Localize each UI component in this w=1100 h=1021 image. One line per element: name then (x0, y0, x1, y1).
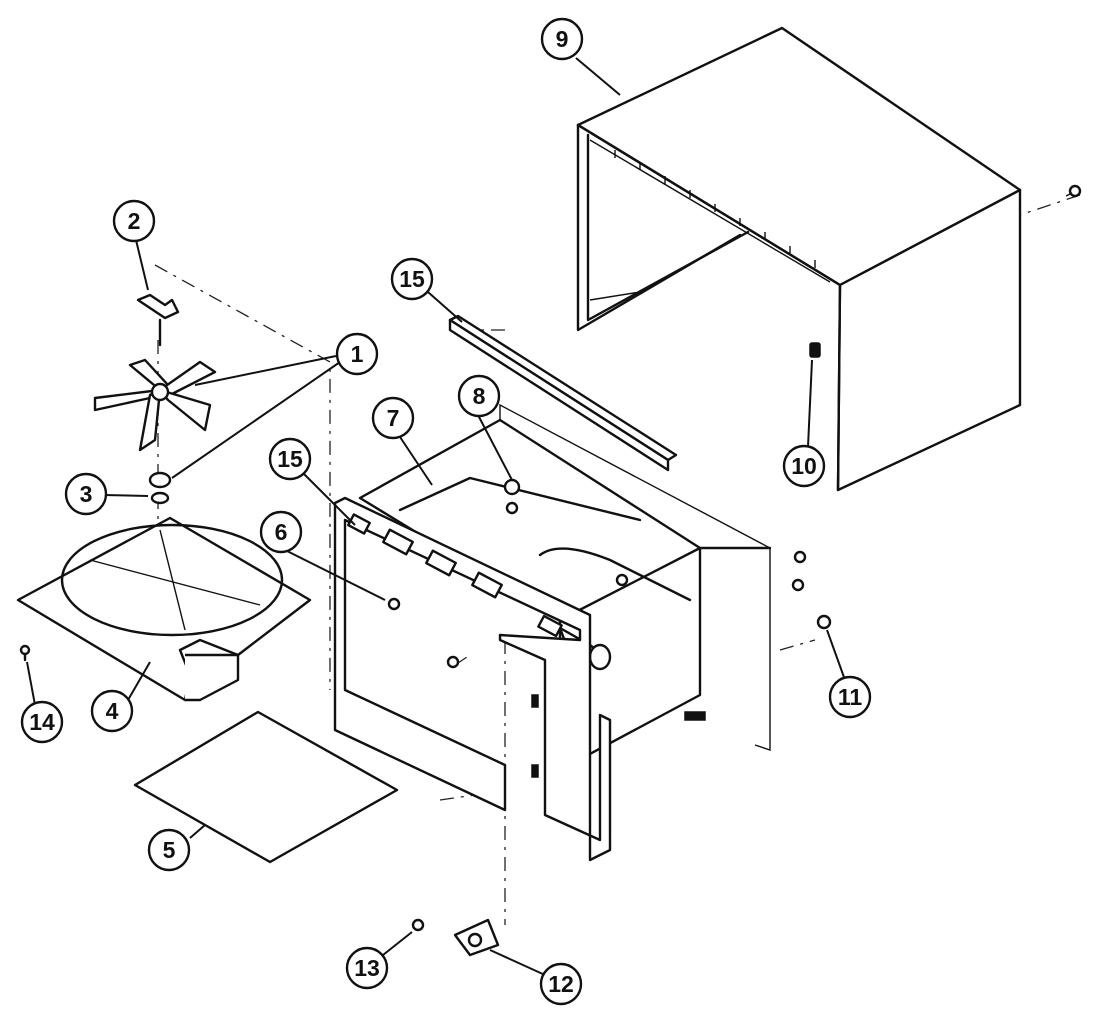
callout-2: 2 (112, 199, 156, 243)
small-screw (19, 644, 31, 662)
callout-3: 3 (64, 472, 108, 516)
clip-part (809, 342, 821, 358)
bottom-bracket (411, 918, 500, 957)
callout-13-label: 13 (354, 955, 380, 981)
callout-4-label: 4 (106, 698, 119, 724)
callout-11-label: 11 (838, 684, 863, 710)
frame-screw (387, 597, 401, 611)
callout-6: 6 (259, 510, 303, 554)
oven-chassis (358, 403, 772, 772)
callout-1-label: 1 (351, 341, 364, 367)
callout-3-label: 3 (80, 481, 93, 507)
callout-15-front: 15 (268, 437, 312, 481)
callout-7-label: 7 (387, 405, 400, 431)
callout-5-label: 5 (163, 837, 176, 863)
callout-8-label: 8 (473, 383, 486, 409)
callout-2-label: 2 (128, 208, 141, 234)
flat-panel (133, 710, 399, 864)
callout-6-label: 6 (275, 519, 288, 545)
front-frame (333, 496, 612, 862)
top-trim-strip (448, 314, 678, 472)
callout-15-top-label: 15 (399, 266, 425, 292)
fan-mounting-plate (16, 516, 312, 702)
callout-9-label: 9 (556, 26, 569, 52)
callout-1: 1 (335, 332, 379, 376)
callout-11: 11 (828, 675, 872, 719)
callout-13: 13 (345, 946, 389, 990)
callout-12-label: 12 (548, 971, 574, 997)
callout-8: 8 (457, 374, 501, 418)
leader-lines (26, 57, 846, 976)
callout-14-label: 14 (29, 709, 55, 735)
side-screws (446, 550, 832, 669)
callout-7: 7 (371, 396, 415, 440)
callout-10: 10 (782, 444, 826, 488)
callout-4: 4 (90, 689, 134, 733)
callout-9: 9 (540, 17, 584, 61)
fan-assembly (93, 293, 217, 505)
callout-5: 5 (147, 828, 191, 872)
callout-15-front-label: 15 (277, 446, 303, 472)
callout-14: 14 (20, 700, 64, 744)
top-right-screw (1065, 184, 1082, 198)
callout-15-top: 15 (390, 257, 434, 301)
outer-cabinet-wrapper (576, 26, 1022, 492)
callout-12: 12 (539, 962, 583, 1006)
callout-10-label: 10 (791, 453, 817, 479)
